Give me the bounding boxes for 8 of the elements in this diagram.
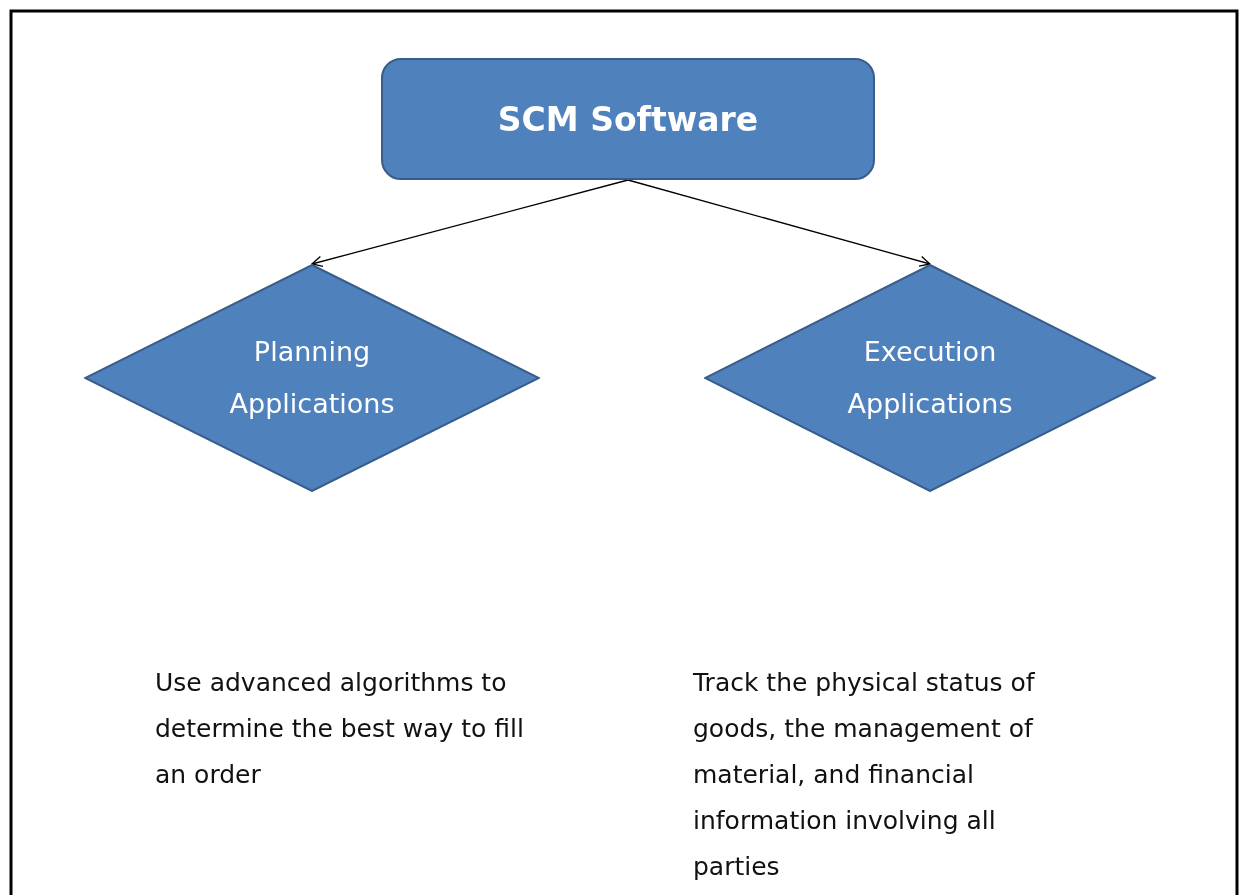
node-label: Execution Applications bbox=[846, 335, 1014, 421]
process-box bbox=[381, 58, 875, 180]
node-label: SCM Software bbox=[497, 99, 759, 139]
node-label: Planning Applications bbox=[228, 335, 396, 421]
description-text: Track the physical status of goods, the management of material, and financial information involving all parties bbox=[693, 667, 1036, 883]
arrow bbox=[311, 179, 629, 267]
arrow bbox=[627, 179, 931, 267]
description-text: Use advanced algorithms to determine the best way to fill an order bbox=[155, 667, 525, 791]
